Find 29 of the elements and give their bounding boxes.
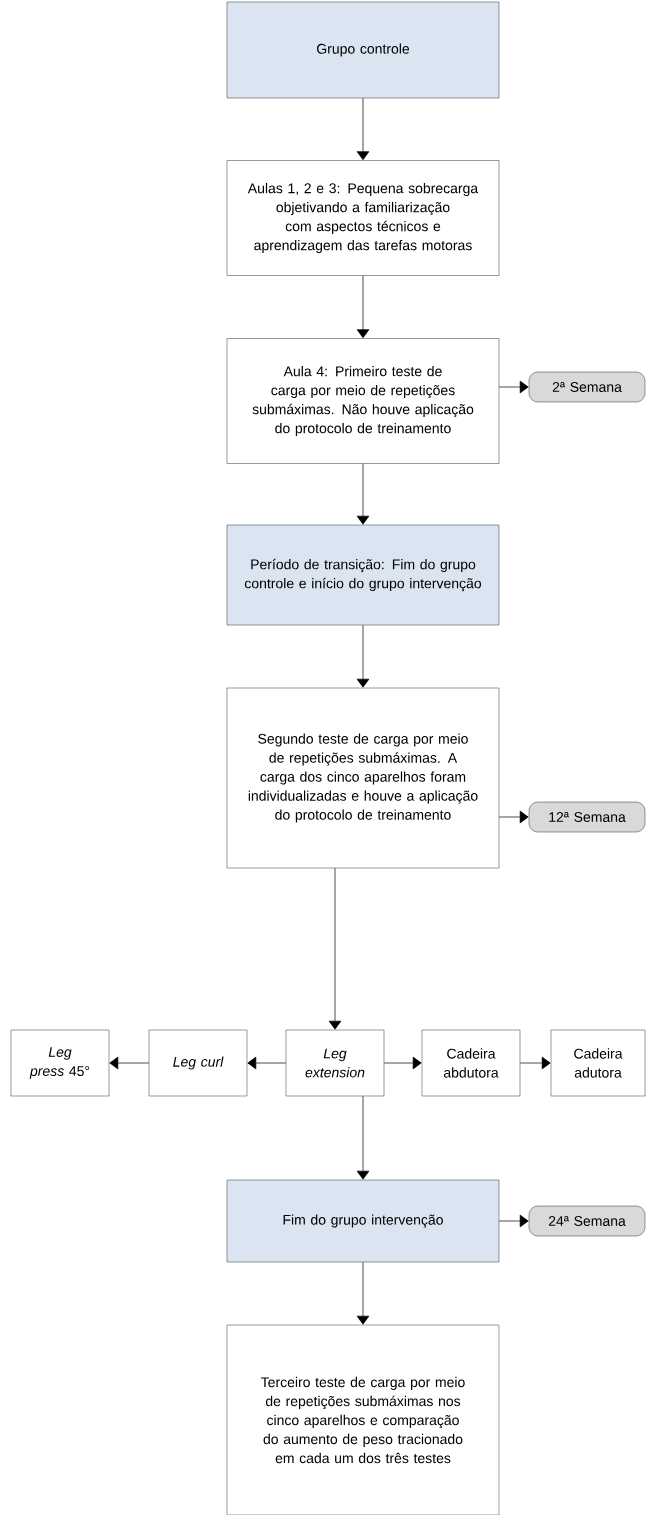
stage-box: Período de transição: Fim do grupo controle e início do grupo intervenção (226, 524, 500, 626)
arrow (383, 1056, 422, 1070)
arrow (356, 463, 370, 525)
stage-box: Fim do grupo intervenção (226, 1179, 500, 1263)
arrow (109, 1056, 150, 1070)
arrow (356, 1261, 370, 1325)
week-tag: 12ª Semana (528, 801, 646, 833)
arrow (356, 624, 370, 688)
arrow (498, 810, 529, 824)
arrow (328, 867, 342, 1030)
arrow (519, 1056, 551, 1070)
process-box: Aulas 1, 2 e 3: Pequena sobrecarga objetivando a familiarização com aspectos técnicos e aprendizagem das tarefas motoras (226, 160, 500, 276)
stage-box: Grupo controle (226, 1, 500, 99)
process-box: Terceiro teste de carga por meio de repetições submáximas nos cinco aparelhos e comparação do aumento de peso tracionado em cada um dos três testes (226, 1324, 500, 1515)
arrow (356, 1095, 370, 1180)
process-box: Leg extension (285, 1029, 385, 1097)
arrow (498, 380, 529, 394)
process-box: Aula 4: Primeiro teste de carga por meio de repetições submáximas. Não houve aplicação do protocolo de treinamento (226, 338, 500, 464)
process-box: Cadeira adutora (550, 1029, 646, 1097)
arrow (356, 275, 370, 339)
arrow (247, 1056, 287, 1070)
process-box: Leg curl (148, 1029, 248, 1097)
process-box: Leg press 45° (10, 1029, 110, 1097)
process-box: Cadeira abdutora (421, 1029, 521, 1097)
arrow (356, 97, 370, 161)
process-box: Segundo teste de carga por meio de repetições submáximas. A carga dos cinco aparelhos foram individualizadas e houve a aplicação do protocolo de treinamento (226, 687, 500, 869)
week-tag: 24ª Semana (528, 1205, 646, 1237)
arrow (498, 1214, 529, 1228)
week-tag: 2ª Semana (528, 371, 646, 403)
